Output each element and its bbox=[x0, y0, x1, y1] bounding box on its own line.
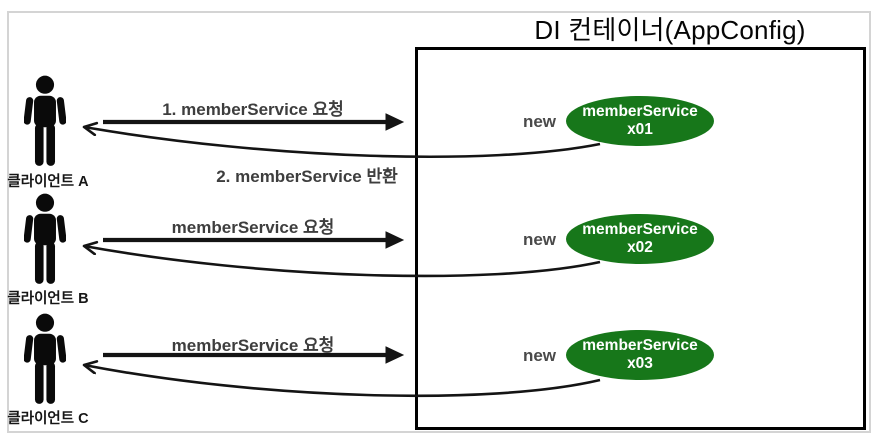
di-container-title: DI 컨테이너(AppConfig) bbox=[534, 15, 806, 45]
outer-frame bbox=[7, 11, 871, 433]
client-c-person-icon bbox=[24, 313, 66, 405]
new-keyword-a: new bbox=[522, 112, 556, 131]
instance-name: memberService bbox=[582, 337, 698, 354]
instance-name: memberService bbox=[582, 221, 698, 238]
client-a-label: 클라이언트 A bbox=[7, 174, 89, 190]
client-c-label: 클라이언트 C bbox=[7, 411, 89, 427]
return-label-a: 2. memberService 반환 bbox=[216, 167, 398, 186]
client-b-label: 클라이언트 B bbox=[7, 291, 89, 307]
request-label-c: memberService 요청 bbox=[171, 336, 335, 355]
di-container-box bbox=[415, 47, 866, 430]
request-label-a: 1. memberService 요청 bbox=[162, 100, 344, 119]
instance-member-service-x02: memberService x02 bbox=[566, 214, 714, 264]
new-keyword-c: new bbox=[522, 346, 556, 365]
instance-id: x02 bbox=[627, 239, 653, 256]
instance-id: x03 bbox=[627, 355, 653, 372]
instance-member-service-x01: memberService x01 bbox=[566, 96, 714, 146]
instance-member-service-x03: memberService x03 bbox=[566, 330, 714, 380]
client-a-person-icon bbox=[24, 75, 66, 167]
client-b-person-icon bbox=[24, 193, 66, 285]
instance-id: x01 bbox=[627, 121, 653, 138]
instance-name: memberService bbox=[582, 103, 698, 120]
new-keyword-b: new bbox=[522, 230, 556, 249]
request-label-b: memberService 요청 bbox=[171, 218, 335, 237]
